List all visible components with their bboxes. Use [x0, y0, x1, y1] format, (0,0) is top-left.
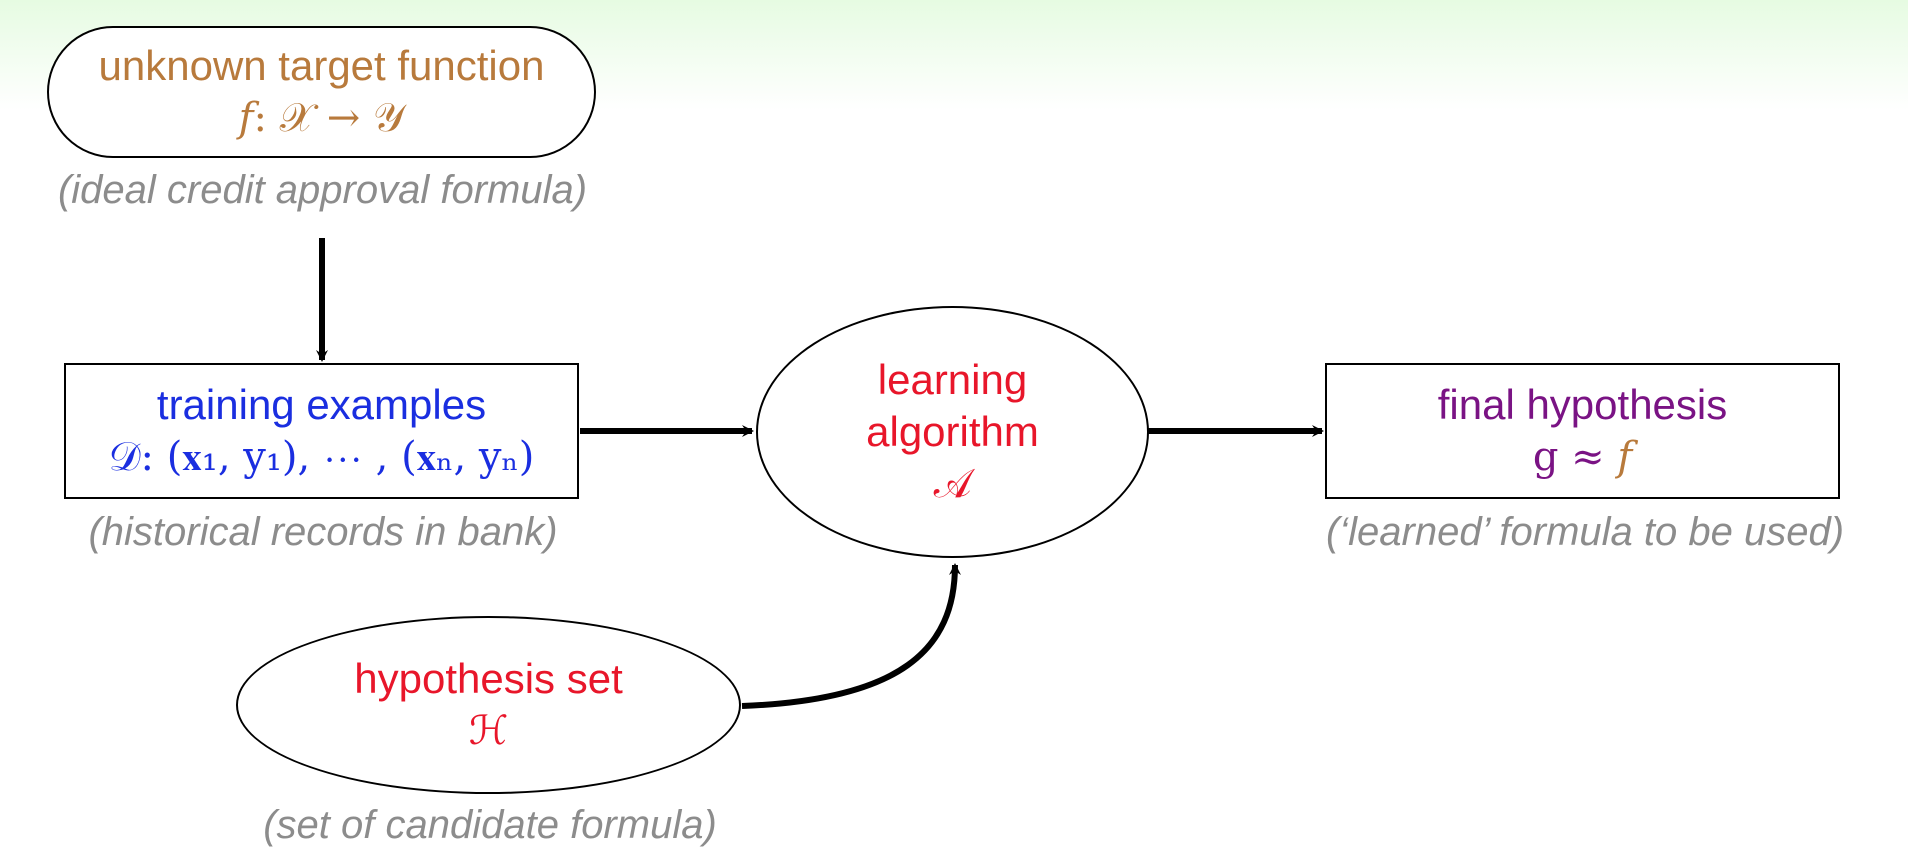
training-examples-title: training examples	[156, 381, 487, 428]
hypothesis-set-note: (set of candidate formula)	[263, 803, 717, 847]
target-function-formula: f: 𝒳 → 𝒴	[239, 92, 405, 144]
target-function-title: unknown target function	[98, 42, 545, 89]
final-hypothesis-title: final hypothesis	[1437, 381, 1728, 428]
learning-algorithm-node: learning algorithm 𝒜	[756, 306, 1149, 558]
hypothesis-set-symbol: ℋ	[468, 708, 509, 754]
final-hypothesis-formula: g ≈ f	[1533, 431, 1632, 483]
target-mapping: : 𝒳 → 𝒴	[253, 95, 405, 141]
hypothesis-set-title: hypothesis set	[354, 655, 623, 702]
training-examples-note: (historical records in bank)	[88, 510, 558, 554]
learning-algorithm-line1: learning	[877, 356, 1028, 403]
target-function-note: (ideal credit approval formula)	[57, 168, 588, 212]
final-f-symbol: f	[1617, 434, 1633, 480]
learning-algorithm-symbol: 𝒜	[933, 461, 972, 507]
training-examples-node: training examples 𝒟: (𝐱₁, y₁), ⋯ , (𝐱ₙ, …	[64, 363, 579, 499]
target-f-symbol: f	[238, 95, 254, 141]
final-hypothesis-note: (‘learned’ formula to be used)	[1325, 510, 1845, 554]
arrow-hypothesis-to-algorithm	[741, 563, 961, 709]
learning-algorithm-line2: algorithm	[866, 408, 1039, 455]
training-examples-formula: 𝒟: (𝐱₁, y₁), ⋯ , (𝐱ₙ, yₙ)	[108, 434, 535, 480]
final-hypothesis-node: final hypothesis g ≈ f	[1325, 363, 1840, 499]
target-function-node: unknown target function f: 𝒳 → 𝒴	[47, 26, 596, 158]
hypothesis-set-node: hypothesis set ℋ	[236, 616, 741, 794]
final-g-approx: g ≈	[1532, 434, 1605, 480]
